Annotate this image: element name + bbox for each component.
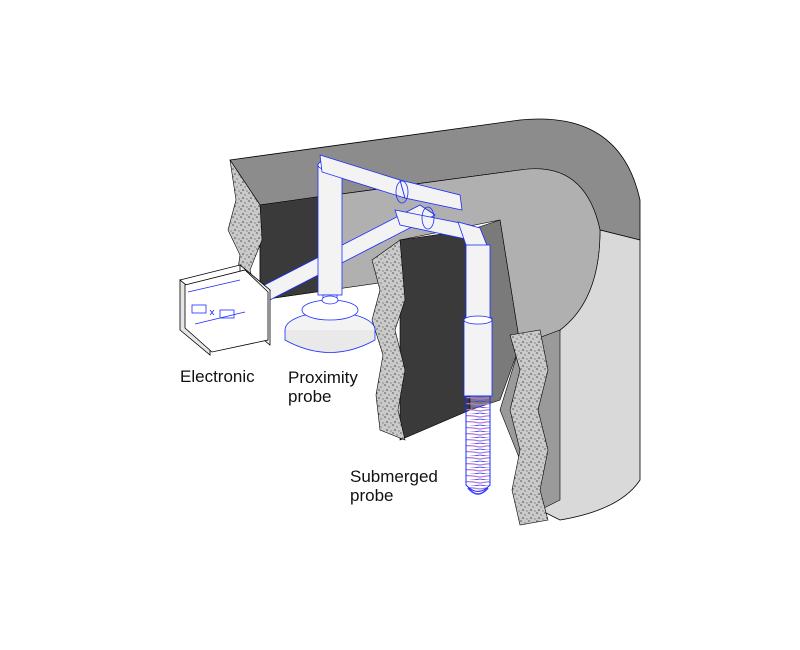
electronic-box: [179, 264, 271, 356]
connecting-pipe: [244, 154, 481, 306]
submerged-probe-assembly: [457, 221, 493, 495]
label-submerged-line1: Submerged: [350, 467, 438, 486]
label-proximity-probe: Proximity probe: [288, 368, 358, 406]
proximity-probe: [284, 294, 376, 353]
submerged-probe-coil: [465, 395, 491, 492]
wall-cut-right: [509, 329, 549, 526]
electronic-box-displays: [187, 279, 246, 325]
label-proximity-line1: Proximity: [288, 368, 358, 387]
electronic-box-front-panel: [184, 269, 269, 353]
label-electronic: Electronic: [180, 367, 255, 386]
label-proximity-line2: probe: [288, 387, 332, 406]
label-submerged-probe: Submerged probe: [350, 467, 438, 505]
wall-inner-center-dark: [399, 229, 471, 441]
label-submerged-line2: probe: [350, 486, 394, 505]
wall-cut-center: [371, 239, 406, 441]
